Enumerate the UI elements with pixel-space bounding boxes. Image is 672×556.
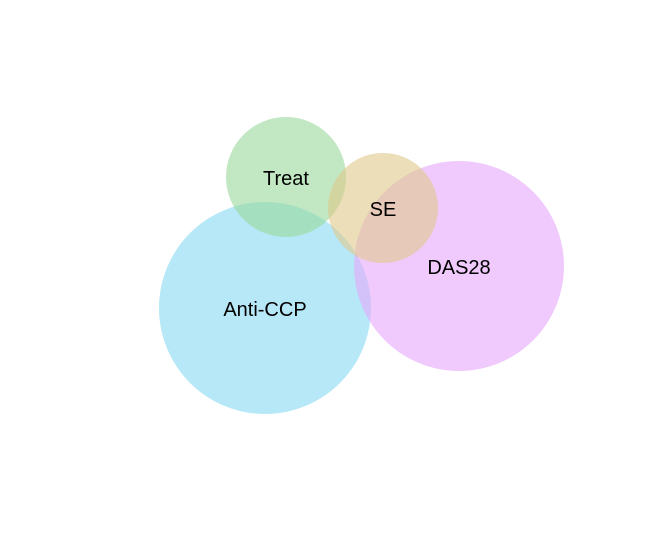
circle-anti-ccp: [159, 202, 371, 414]
label-se: SE: [370, 199, 397, 221]
label-treat: Treat: [263, 168, 309, 190]
circle-se: [328, 153, 438, 263]
label-das28: DAS28: [427, 257, 490, 279]
venn-labels: Anti-CCP DAS28 Treat SE: [223, 168, 490, 321]
circle-treat: [226, 117, 346, 237]
venn-circles: [159, 117, 564, 414]
label-anti-ccp: Anti-CCP: [223, 299, 306, 321]
